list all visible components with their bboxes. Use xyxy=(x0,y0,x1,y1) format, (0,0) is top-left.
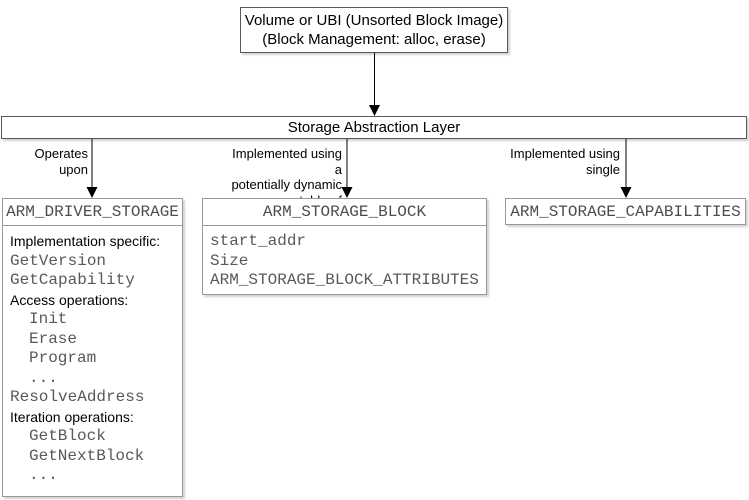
driver-line: Program xyxy=(29,349,97,367)
driver-line: Iteration operations: xyxy=(10,408,134,425)
driver-line: ResolveAddress xyxy=(10,388,145,406)
driver-line: Implementation specific: xyxy=(10,233,161,249)
arrow-sal-to-driver xyxy=(86,139,98,198)
storage-abstraction-layer-label: Storage Abstraction Layer xyxy=(287,119,461,136)
block-line: ARM_STORAGE_BLOCK_ATTRIBUTES xyxy=(210,271,479,289)
driver-line: ... xyxy=(29,368,58,387)
edge-label-line: single xyxy=(586,161,620,177)
edge-label-single: Implemented using single xyxy=(500,146,620,177)
edge-label-operates-upon: Operates upon xyxy=(8,146,88,177)
arm-storage-block-title: ARM_STORAGE_BLOCK xyxy=(203,199,486,226)
driver-line: GetBlock xyxy=(29,427,106,445)
arm-storage-capabilities-title: ARM_STORAGE_CAPABILITIES xyxy=(510,202,741,221)
arrow-sal-to-capabilities xyxy=(620,139,632,198)
arm-driver-storage-title: ARM_DRIVER_STORAGE xyxy=(3,199,182,226)
edge-label-line: Implemented using a xyxy=(232,146,342,177)
arm-storage-capabilities-box: ARM_STORAGE_CAPABILITIES xyxy=(505,198,746,225)
volume-ubi-line1: Volume or UBI (Unsorted Block Image) xyxy=(244,12,504,29)
driver-line: GetNextBlock xyxy=(29,446,145,465)
driver-line: GetCapability xyxy=(10,271,135,289)
driver-line: Erase xyxy=(29,329,78,348)
arm-storage-block-box: ARM_STORAGE_BLOCK start_addr Size ARM_ST… xyxy=(202,198,487,295)
volume-ubi-box: Volume or UBI (Unsorted Block Image) (Bl… xyxy=(240,7,508,53)
driver-line: ... xyxy=(29,466,58,484)
driver-line: Access operations: xyxy=(10,291,129,308)
edge-label-line: potentially dynamic xyxy=(231,177,342,192)
edge-label-line: Implemented using xyxy=(510,146,620,161)
driver-line: Init xyxy=(29,310,68,328)
arrow-sal-to-block xyxy=(341,139,353,198)
edge-label-line: Operates xyxy=(34,146,88,161)
block-line: Size xyxy=(210,251,249,270)
arm-driver-storage-box: ARM_DRIVER_STORAGE Implementation specif… xyxy=(2,198,183,497)
edge-label-line: upon xyxy=(59,161,88,177)
arrow-volume-to-sal xyxy=(369,53,380,116)
storage-abstraction-layer-bar: Storage Abstraction Layer xyxy=(1,116,747,139)
volume-ubi-line2: (Block Management: alloc, erase) xyxy=(262,31,486,48)
block-line: start_addr xyxy=(210,232,307,250)
arm-storage-block-body: start_addr Size ARM_STORAGE_BLOCK_ATTRIB… xyxy=(203,226,486,291)
driver-line: GetVersion xyxy=(10,251,107,270)
arm-driver-storage-body: Implementation specific: GetVersion GetC… xyxy=(3,226,182,486)
